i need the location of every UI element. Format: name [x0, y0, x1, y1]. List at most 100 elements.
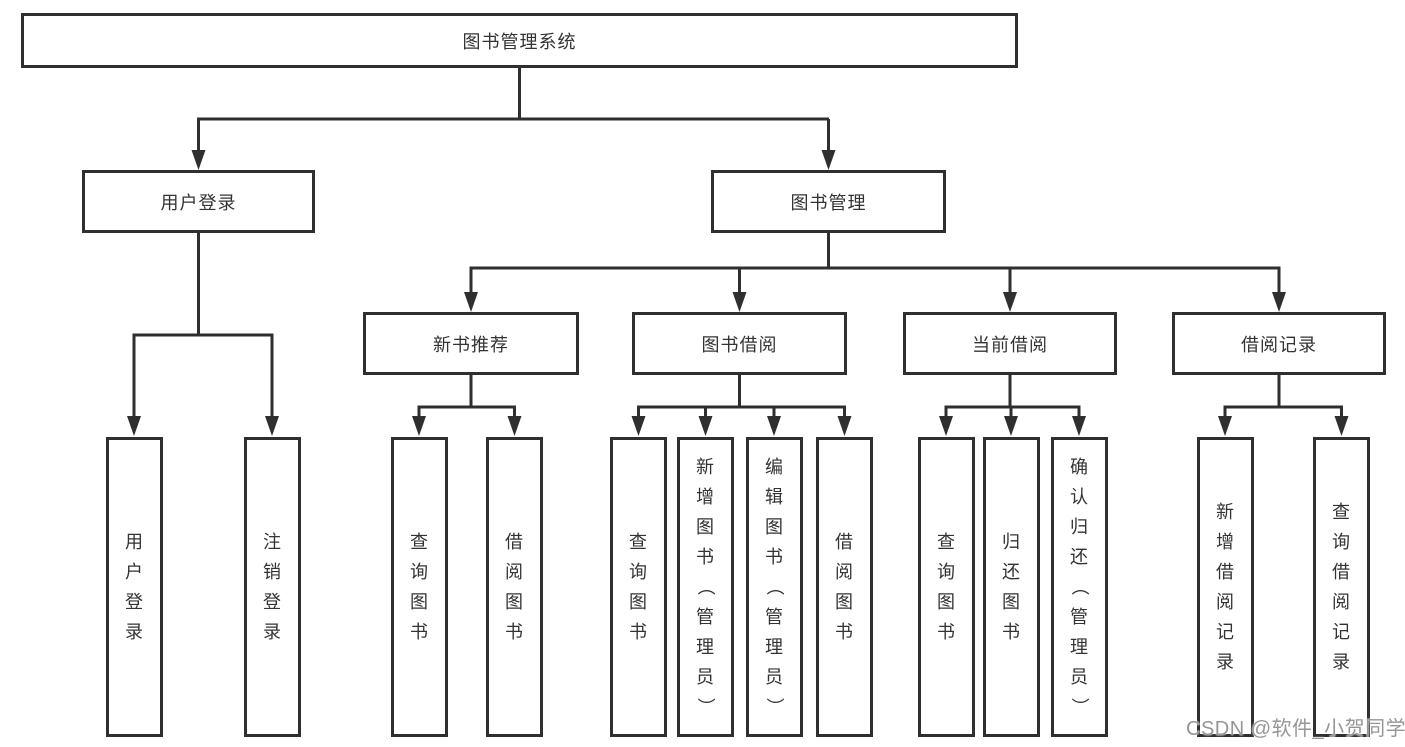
watermark: CSDN @软件_小贺同学: [1186, 718, 1405, 740]
vertical-char: ）: [695, 697, 716, 717]
vertical-char: 书: [765, 547, 784, 567]
vertical-char: 查: [937, 532, 956, 552]
vertical-char: 图: [505, 592, 524, 612]
vertical-char: 还: [1070, 547, 1089, 567]
leaf-edit-books-admin-label: 编辑图书 （ 管理员 ）: [749, 440, 800, 734]
vertical-char: ）: [764, 697, 785, 717]
vertical-char: 用: [125, 532, 144, 552]
vertical-char: 询: [937, 562, 956, 582]
vertical-char: 书: [1002, 622, 1021, 642]
vertical-char: 图: [1002, 592, 1021, 612]
vertical-char: 登: [263, 592, 282, 612]
node-borrow-records-label: 借阅记录: [1241, 334, 1317, 355]
vertical-char: 记: [1332, 622, 1351, 642]
node-user-login: 用户登录: [82, 170, 315, 233]
vertical-char: 新: [1216, 502, 1235, 522]
leaf-confirm-return-admin: 确认归还（管理员）: [1051, 437, 1108, 737]
vertical-char: 归: [1002, 532, 1021, 552]
vertical-char: 注: [263, 532, 282, 552]
vertical-char: 书: [696, 547, 715, 567]
leaf-user-login: 用户登录: [106, 437, 163, 737]
vertical-char: 户: [125, 562, 144, 582]
node-book-management: 图书管理: [711, 170, 946, 233]
vertical-char: 询: [410, 562, 429, 582]
leaf-query-books-3: 查询图书: [918, 437, 975, 737]
vertical-char: 查: [629, 532, 648, 552]
vertical-char: 阅: [835, 562, 854, 582]
vertical-char: 图: [835, 592, 854, 612]
leaf-edit-books-admin: 编辑图书 （ 管理员 ）: [746, 437, 803, 737]
leaf-add-books-admin: 新增图书（管理员）: [677, 437, 734, 737]
node-root-label: 图书管理系统: [462, 31, 577, 52]
leaf-query-books-2-label: 查询图书: [613, 440, 664, 734]
vertical-char: ）: [1069, 697, 1090, 717]
vertical-char: 录: [1216, 652, 1235, 672]
vertical-char: 管: [765, 607, 784, 627]
vertical-char: 管: [1070, 607, 1089, 627]
vertical-char: 查: [1332, 502, 1351, 522]
vertical-char: 登: [125, 592, 144, 612]
vertical-char: 确: [1070, 457, 1089, 477]
vertical-char: 理: [696, 637, 715, 657]
vertical-char: 辑: [765, 487, 784, 507]
vertical-char: 理: [765, 637, 784, 657]
leaf-logout-label: 注销登录: [247, 440, 298, 734]
vertical-char: 录: [125, 622, 144, 642]
leaf-query-borrow-record: 查询借阅记录: [1313, 437, 1370, 737]
vertical-char: 图: [629, 592, 648, 612]
leaf-query-books-2: 查询图书: [610, 437, 667, 737]
node-root: 图书管理系统: [21, 13, 1018, 68]
node-book-borrow-label: 图书借阅: [701, 334, 778, 355]
vertical-char: 图: [765, 517, 784, 537]
vertical-char: 借: [835, 532, 854, 552]
vertical-char: 询: [629, 562, 648, 582]
vertical-char: 管: [696, 607, 715, 627]
vertical-char: 阅: [505, 562, 524, 582]
leaf-query-borrow-record-label: 查询借阅记录: [1316, 440, 1367, 734]
vertical-char: 书: [629, 622, 648, 642]
node-user-login-label: 用户登录: [160, 192, 237, 213]
leaf-borrow-books-1: 借阅图书: [486, 437, 543, 737]
vertical-char: 认: [1070, 487, 1089, 507]
vertical-char: 编: [765, 457, 784, 477]
leaf-return-books: 归还图书: [983, 437, 1040, 737]
vertical-char: 书: [937, 622, 956, 642]
vertical-char: 员: [1070, 667, 1089, 687]
node-current-borrow-label: 当前借阅: [972, 334, 1048, 355]
leaf-add-borrow-record: 新增借阅记录: [1197, 437, 1254, 737]
vertical-char: 借: [1216, 562, 1235, 582]
vertical-char: 新: [696, 457, 715, 477]
node-current-borrow: 当前借阅: [903, 312, 1117, 375]
leaf-borrow-books-2: 借阅图书: [816, 437, 873, 737]
node-borrow-records: 借阅记录: [1172, 312, 1386, 375]
vertical-char: 图: [937, 592, 956, 612]
leaf-user-login-label: 用户登录: [109, 440, 160, 734]
leaf-logout: 注销登录: [244, 437, 301, 737]
vertical-char: 增: [696, 487, 715, 507]
leaf-return-books-label: 归还图书: [986, 440, 1037, 734]
leaf-confirm-return-admin-label: 确认归还（管理员）: [1054, 440, 1105, 734]
leaf-borrow-books-1-label: 借阅图书: [489, 440, 540, 734]
vertical-char: 查: [410, 532, 429, 552]
vertical-char: 记: [1216, 622, 1235, 642]
leaf-add-books-admin-label: 新增图书（管理员）: [680, 440, 731, 734]
leaf-query-books-3-label: 查询图书: [921, 440, 972, 734]
node-new-book-recommend: 新书推荐: [363, 312, 579, 375]
vertical-char: 员: [765, 667, 784, 687]
vertical-char: 图: [696, 517, 715, 537]
vertical-char: （: [764, 577, 785, 597]
leaf-add-borrow-record-label: 新增借阅记录: [1200, 440, 1251, 734]
vertical-char: 书: [505, 622, 524, 642]
leaf-query-books-1: 查询图书: [391, 437, 448, 737]
vertical-char: 增: [1216, 532, 1235, 552]
vertical-char: 销: [263, 562, 282, 582]
leaf-query-books-1-label: 查询图书: [394, 440, 445, 734]
vertical-char: 归: [1070, 517, 1089, 537]
node-book-management-label: 图书管理: [790, 192, 867, 213]
vertical-char: 书: [410, 622, 429, 642]
vertical-char: 录: [1332, 652, 1351, 672]
vertical-char: 询: [1332, 532, 1351, 552]
node-new-book-recommend-label: 新书推荐: [433, 334, 509, 355]
vertical-char: （: [1069, 577, 1090, 597]
